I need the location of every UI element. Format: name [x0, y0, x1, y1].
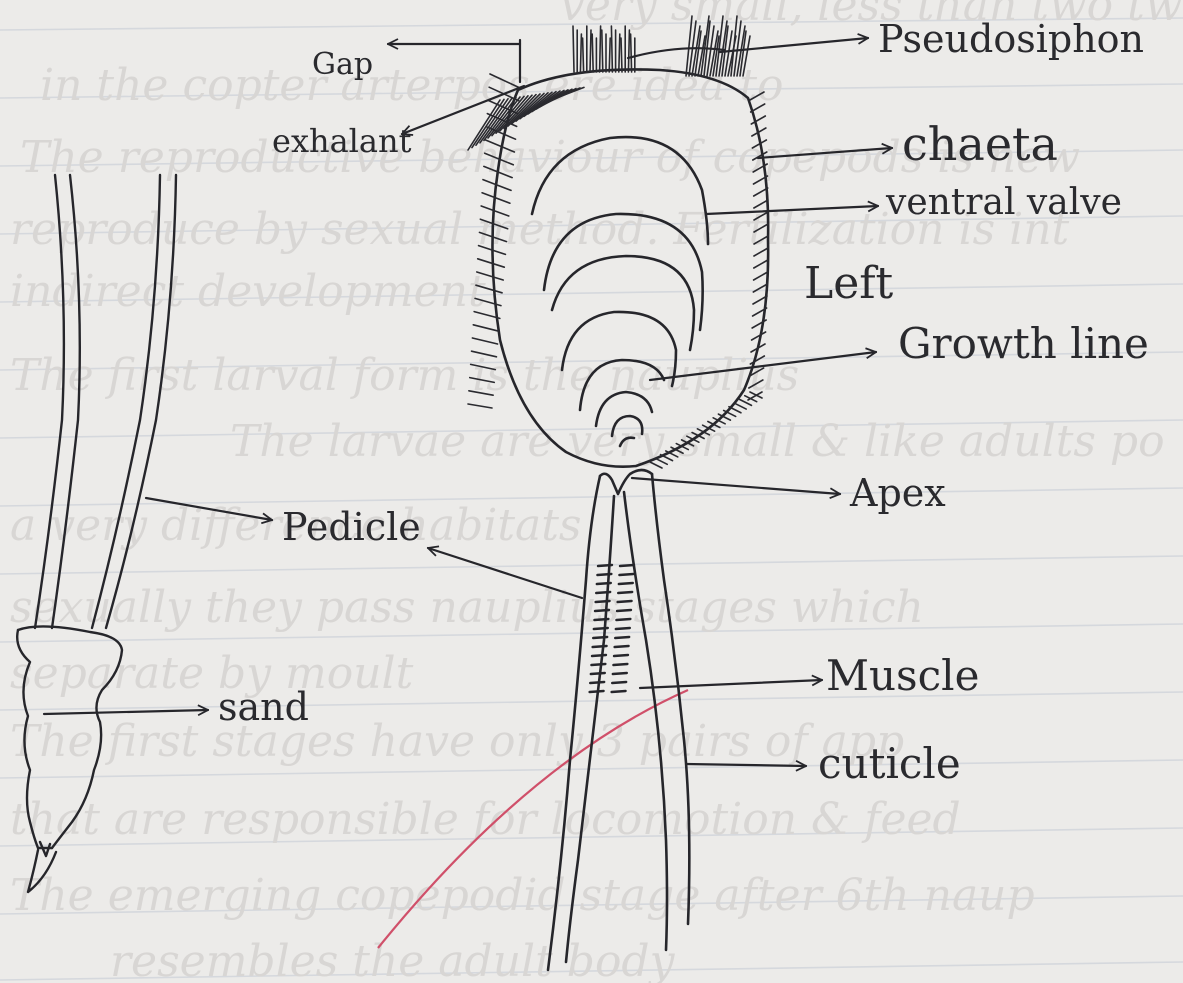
muscle-dash — [613, 664, 627, 665]
chaeta-bristle — [473, 325, 498, 331]
bleed-line: separate by moult — [10, 648, 414, 699]
bleed-line: indirect development — [10, 266, 486, 317]
chaeta-bristle — [592, 34, 593, 72]
chaeta-bristle — [631, 34, 632, 72]
muscle-dash — [591, 664, 605, 665]
muscle-dash — [619, 574, 633, 575]
muscle-dash — [596, 601, 610, 602]
muscle-dash — [617, 610, 631, 611]
chaeta-bristle — [752, 332, 766, 340]
label-muscle: Muscle — [826, 651, 979, 700]
label-exhalant: exhalant — [272, 122, 412, 160]
label-pseudosiphon: Pseudosiphon — [878, 17, 1144, 61]
bleed-line: that are responsible for locomotion & fe… — [10, 794, 961, 845]
label-pedicle: Pedicle — [282, 505, 421, 549]
muscle-dash — [594, 619, 608, 620]
muscle-dash — [591, 673, 605, 674]
muscle-dash — [592, 655, 606, 656]
chaeta-bristle — [628, 30, 629, 72]
bleed-line: The first stages have only 3 pairs of ap… — [10, 716, 904, 767]
muscle-dash — [615, 637, 629, 638]
chaeta-bristle — [734, 403, 746, 409]
chaeta-bristle — [609, 38, 610, 72]
muscle-dash — [597, 583, 611, 584]
chaeta-bristle — [619, 34, 620, 72]
muscle-dash — [590, 691, 604, 692]
bleed-line: sexually they pass nauplius stages which — [10, 582, 924, 633]
label-apex: Apex — [849, 471, 946, 515]
label-left: Left — [804, 258, 894, 309]
arrow-muscle — [640, 680, 822, 688]
bleed-line: resembles the adult body — [110, 936, 676, 983]
bleed-line: in the copter arterpos ere idea to — [40, 60, 784, 111]
arrow-sand — [44, 710, 208, 714]
muscle-dash — [616, 628, 630, 629]
muscle-dash — [616, 619, 630, 620]
label-growth-line: Growth line — [898, 319, 1149, 368]
muscle-dash — [613, 673, 627, 674]
muscle-dash — [618, 592, 632, 593]
label-chaeta: chaeta — [902, 117, 1058, 171]
chaeta-bristle — [590, 30, 591, 72]
chaeta-bristle — [611, 26, 612, 72]
muscle-dash — [615, 646, 629, 647]
chaeta-bristle — [754, 188, 768, 196]
label-ventral-valve: ventral valve — [885, 182, 1122, 223]
muscle-dash — [595, 610, 609, 611]
chaeta-bristle — [580, 34, 581, 72]
chaeta-bristle — [472, 338, 497, 344]
muscle-dash — [619, 583, 633, 584]
shell-drawing — [492, 69, 768, 466]
muscle-dash — [593, 646, 607, 647]
muscle-dash — [590, 682, 604, 683]
muscle-dash — [612, 691, 626, 692]
chaeta-bristle — [729, 407, 741, 413]
label-gap: Gap — [312, 47, 373, 82]
chaeta-bristle — [468, 404, 492, 408]
bleed-line: The emerging copepodid stage after 6th n… — [10, 870, 1035, 921]
muscle-dash — [614, 655, 628, 656]
label-sand: sand — [218, 685, 309, 729]
chaeta-bristle — [602, 30, 603, 72]
chaeta-bristle — [573, 26, 574, 72]
muscle-dash — [594, 628, 608, 629]
chaeta-bristle — [583, 38, 584, 72]
chaeta-bristle — [600, 26, 601, 72]
muscle-dash — [620, 565, 634, 566]
chaeta-bristle — [754, 260, 768, 268]
chaeta-bristle — [621, 38, 622, 72]
label-cuticle: cuticle — [818, 739, 961, 788]
muscle-dash — [612, 682, 626, 683]
muscle-dash — [618, 601, 632, 602]
muscle-dash — [597, 574, 611, 575]
muscle-dash — [596, 592, 610, 593]
arrow-apex — [632, 478, 840, 494]
muscle-dash — [593, 637, 607, 638]
muscle-dash — [598, 565, 612, 566]
chaeta-bristle — [754, 272, 768, 280]
